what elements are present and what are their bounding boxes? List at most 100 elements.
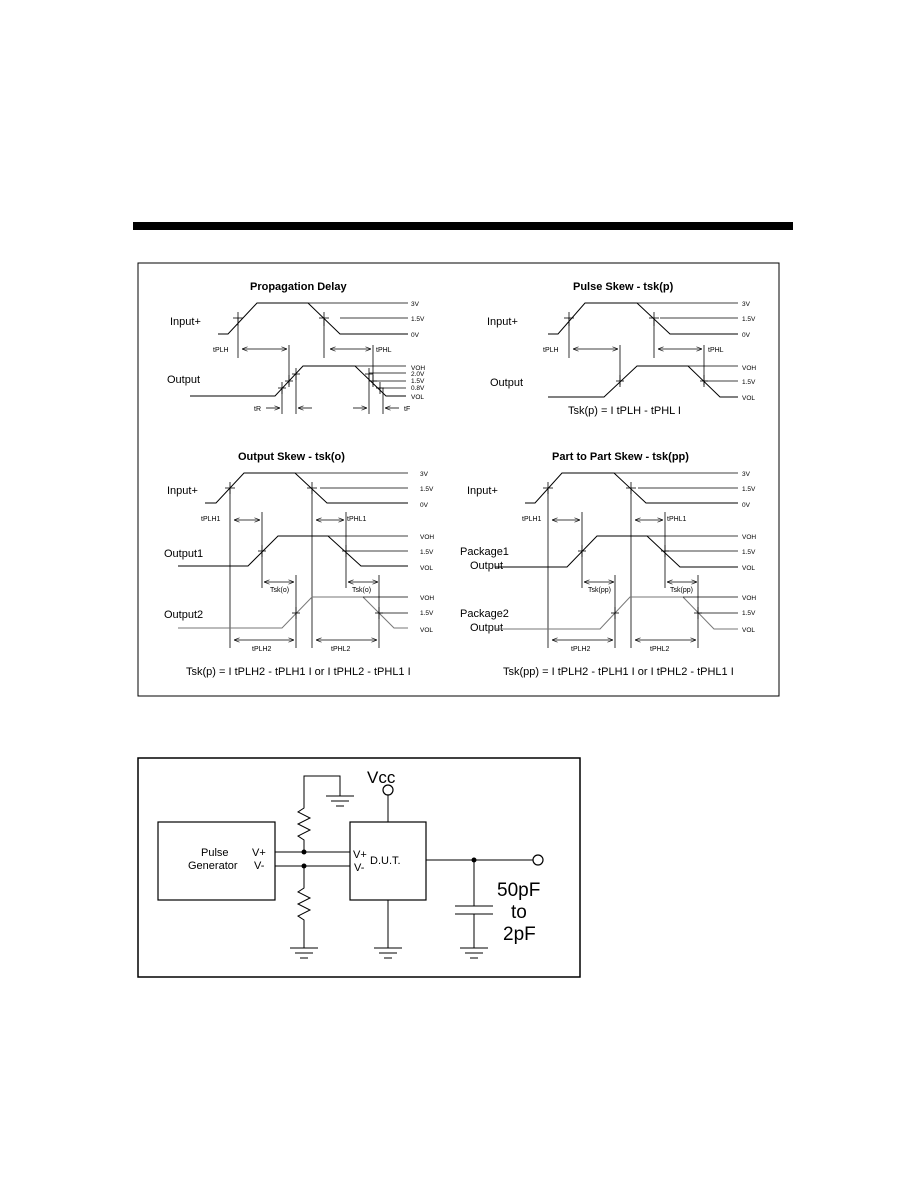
prop-tplh-label: tPLH <box>213 347 229 354</box>
circuit-panel-frame <box>137 757 581 978</box>
prop-08v-label: 0.8V <box>411 385 425 392</box>
part-pkg1-label-a: Package1 <box>460 546 509 558</box>
output-skew-title: Output Skew - tsk(o) <box>238 451 345 463</box>
part-vol1-label: VOL <box>742 565 755 572</box>
prop-tf-label: tF <box>404 406 410 413</box>
outskew-vol2-label: VOL <box>420 627 433 634</box>
outskew-15v-label: 1.5V <box>420 486 434 493</box>
prop-tr-label: tR <box>254 406 261 413</box>
part-tsk-a-label: Tsk(pp) <box>588 587 611 594</box>
part-15v-o1-label: 1.5V <box>742 549 756 556</box>
part-0v-label: 0V <box>742 502 751 509</box>
part-voh2-label: VOH <box>742 595 756 602</box>
part-tphl2-label: tPHL2 <box>650 646 670 653</box>
part-3v-label: 3V <box>742 471 751 478</box>
part-formula: Tsk(pp) = I tPLH2 - tPLH1 I or I tPHL2 -… <box>503 666 734 678</box>
outskew-15v-o1-label: 1.5V <box>420 549 434 556</box>
pulse-generator-box <box>157 821 276 901</box>
pulse-tphl-label: tPHL <box>708 347 724 354</box>
propagation-delay-diagram: Propagation Delay Input+ Output 3V 1.5V … <box>167 281 425 414</box>
pulse-input-waveform <box>548 302 738 335</box>
part-voh1-label: VOH <box>742 534 756 541</box>
part-vol2-label: VOL <box>742 627 755 634</box>
pulse-generator-label-2: Generator <box>188 860 238 872</box>
pulse-tplh-label: tPLH <box>543 347 559 354</box>
part-skew-diagram: Part to Part Skew - tsk(pp) Input+ Packa… <box>460 451 756 678</box>
prop-3v-label: 3V <box>411 301 420 308</box>
pulse-output-waveform <box>548 365 738 398</box>
gen-vminus-label: V- <box>254 860 265 872</box>
part-tphl1-label: tPHL1 <box>667 516 687 523</box>
header-rule <box>133 222 793 230</box>
pulse-formula: Tsk(p) = I tPLH - tPHL I <box>568 405 681 417</box>
outskew-tsk-b-label: Tsk(o) <box>352 587 371 594</box>
prop-output-waveform <box>190 365 406 397</box>
outskew-voh2-label: VOH <box>420 595 434 602</box>
outskew-input-label: Input+ <box>167 485 198 497</box>
pulse-15v-out-label: 1.5V <box>742 379 756 386</box>
outskew-tplh1-label: tPLH1 <box>201 516 221 523</box>
pulse-generator-label-1: Pulse <box>201 847 229 859</box>
outskew-vol1-label: VOL <box>420 565 433 572</box>
part-pkg1-waveform <box>495 535 738 568</box>
cap-value-line-3: 2pF <box>503 924 536 945</box>
part-pkg1-label-b: Output <box>470 560 503 572</box>
dut-vminus-label: V- <box>354 862 365 874</box>
prop-15v-out-label: 1.5V <box>411 378 425 385</box>
gen-vplus-label: V+ <box>252 847 266 859</box>
timing-panel-frame <box>137 262 780 697</box>
outskew-voh1-label: VOH <box>420 534 434 541</box>
dut-vplus-label: V+ <box>353 849 367 861</box>
outskew-tplh2-label: tPLH2 <box>252 646 272 653</box>
output-terminal <box>532 854 544 866</box>
outskew-output1-waveform <box>178 535 408 567</box>
vcc-terminal <box>382 784 394 796</box>
part-pkg2-label-b: Output <box>470 622 503 634</box>
pulse-0v-label: 0V <box>742 332 751 339</box>
part-15v-label: 1.5V <box>742 486 756 493</box>
outskew-output1-label: Output1 <box>164 548 203 560</box>
part-pkg2-waveform <box>495 596 738 630</box>
outskew-tsk-a-label: Tsk(o) <box>270 587 289 594</box>
pulse-output-label: Output <box>490 377 523 389</box>
prop-vol-label: VOL <box>411 394 424 401</box>
part-skew-title: Part to Part Skew - tsk(pp) <box>552 451 689 463</box>
outskew-output2-waveform <box>178 596 408 629</box>
outskew-3v-label: 3V <box>420 471 429 478</box>
part-tplh2-label: tPLH2 <box>571 646 591 653</box>
prop-tphl-label: tPHL <box>376 347 392 354</box>
pulse-vol-label: VOL <box>742 395 755 402</box>
outskew-15v-o2-label: 1.5V <box>420 610 434 617</box>
part-15v-o2-label: 1.5V <box>742 610 756 617</box>
pulse-skew-title: Pulse Skew - tsk(p) <box>573 281 674 293</box>
part-tplh1-label: tPLH1 <box>522 516 542 523</box>
lower-resistor <box>296 866 312 948</box>
outskew-output2-label: Output2 <box>164 609 203 621</box>
prop-output-label: Output <box>167 374 200 386</box>
prop-input-waveform <box>218 302 408 335</box>
pulse-input-label: Input+ <box>487 316 518 328</box>
outskew-tphl1-label: tPHL1 <box>347 516 367 523</box>
dut-label: D.U.T. <box>370 855 401 867</box>
part-pkg2-label-a: Package2 <box>460 608 509 620</box>
part-input-label: Input+ <box>467 485 498 497</box>
outskew-tphl2-label: tPHL2 <box>331 646 351 653</box>
prop-voh-label: VOH <box>411 365 425 372</box>
pulse-skew-diagram: Pulse Skew - tsk(p) Input+ Output 3V 1.5… <box>487 281 756 417</box>
propagation-delay-title: Propagation Delay <box>250 281 347 293</box>
prop-0v-label: 0V <box>411 332 420 339</box>
outskew-input-waveform <box>205 472 408 504</box>
prop-15v-label: 1.5V <box>411 316 425 323</box>
pulse-voh-label: VOH <box>742 365 756 372</box>
prop-20v-label: 2.0V <box>411 371 425 378</box>
test-circuit: Pulse Generator V+ V- V+ V- D.U.T. Vcc <box>157 768 544 959</box>
pulse-3v-label: 3V <box>742 301 751 308</box>
pulse-15v-label: 1.5V <box>742 316 756 323</box>
outskew-formula: Tsk(p) = I tPLH2 - tPLH1 I or I tPHL2 - … <box>186 666 411 678</box>
part-tsk-b-label: Tsk(pp) <box>670 587 693 594</box>
prop-input-label: Input+ <box>170 316 201 328</box>
output-skew-diagram: Output Skew - tsk(o) Input+ Output1 Outp… <box>164 451 434 678</box>
outskew-0v-label: 0V <box>420 502 429 509</box>
vcc-label: Vcc <box>367 768 396 787</box>
